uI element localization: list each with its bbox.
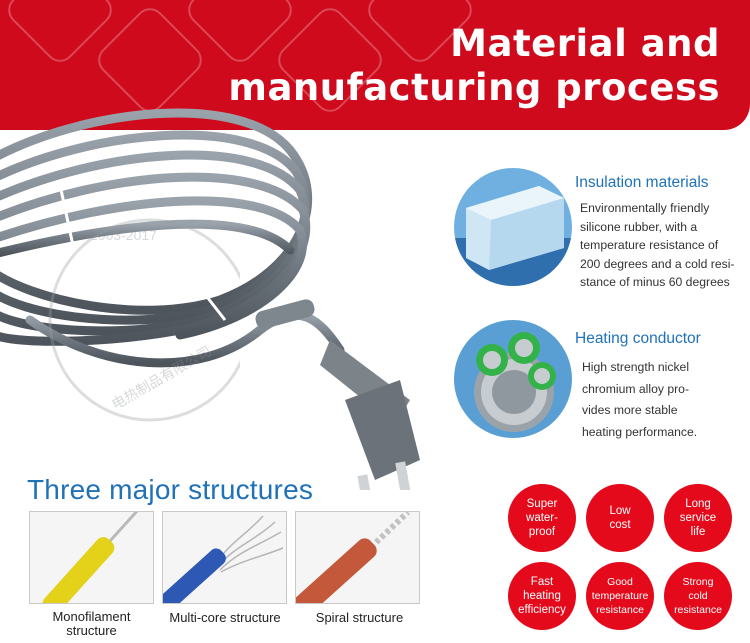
company-watermark: 2003-2017 电热制品有限公司 [48,218,240,422]
monofilament-sample-image [29,511,154,604]
watermark-years: 2003-2017 [90,227,157,243]
banner-pattern [8,0,472,112]
monofilament-label: Monofilament structure [52,609,131,638]
feature-waterproof-badge: Super water- proof [508,484,576,552]
silicone-rubber-image [454,168,572,286]
spiral-sample-image [295,511,420,604]
spiral-label: Spiral structure [315,610,404,625]
heating-conductor-description: High strength nickel chromium alloy pro-… [582,360,698,439]
title-line-1: Material and [450,22,720,65]
heating-conductor-title: Heating conductor [575,330,701,347]
structures-title: Three major structures [27,474,314,505]
feature-cold-resistance-badge: Strong cold resistance [664,562,732,630]
page-title: Material and manufacturing process [228,22,720,110]
feature-service-life-badge: Long service life [664,484,732,552]
multi-core-label: Multi-core structure [169,610,281,625]
header-banner: Material and manufacturing process [0,0,750,130]
alloy-wire-spools-image [454,320,572,438]
insulation-materials-title: Insulation materials [575,174,709,191]
feature-low-cost-badge: Low cost [586,484,654,552]
insulation-materials-description: Environmentally friendly silicone rubber… [580,201,735,289]
feature-heating-efficiency-badge: Fast heating efficiency [508,562,576,630]
coiled-cable-image [0,108,420,490]
title-line-2: manufacturing process [228,66,720,109]
watermark-company: 电热制品有限公司 [109,344,214,414]
feature-temperature-resistance-badge: Good temperature resistance [586,562,654,630]
multi-core-sample-image [162,511,287,604]
